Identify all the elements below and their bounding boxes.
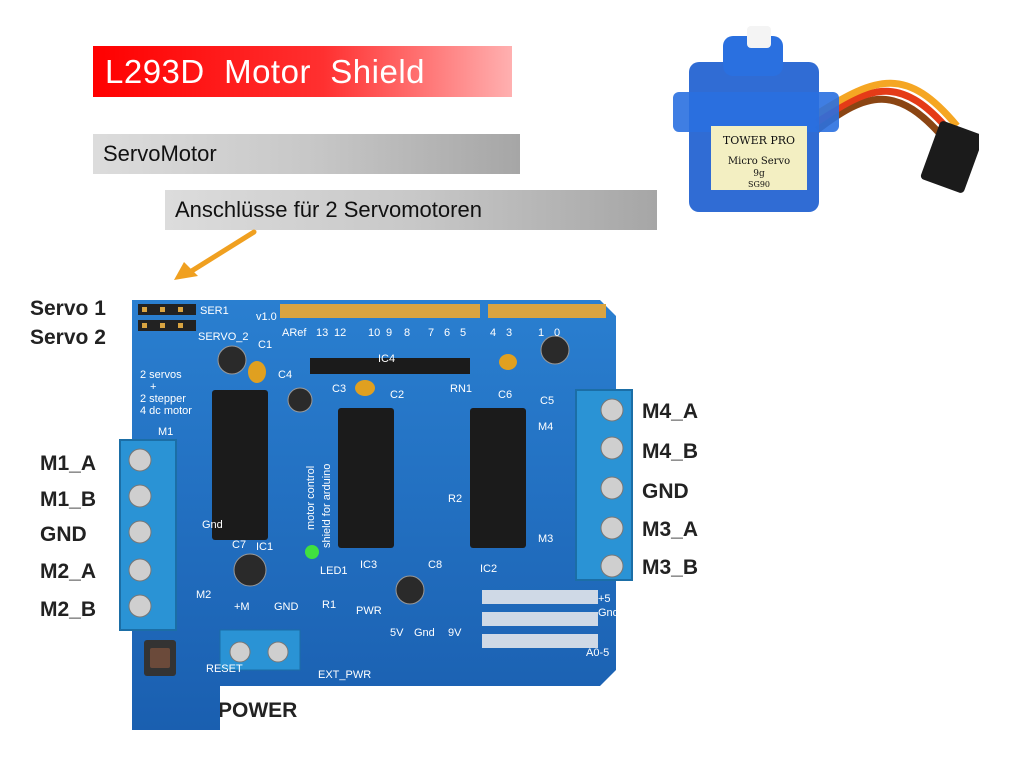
silk-c7: C7	[232, 539, 246, 551]
silk-pin-3: 3	[506, 327, 512, 339]
silk-r1: R1	[322, 599, 336, 611]
terminal-label-m4a: M4_A	[642, 400, 699, 423]
terminal-label-m3b: M3_B	[642, 556, 699, 579]
silk-pin-8: 8	[404, 327, 410, 339]
terminal-label-m1a: M1_A	[40, 452, 97, 475]
slide-title: L293D Motor Shield	[93, 46, 512, 97]
servo-photo: TOWER PRO Micro Servo 9g SG90	[667, 22, 979, 222]
silk-gnd4: Gnd	[598, 607, 619, 619]
silk-pwr: PWR	[356, 605, 382, 617]
silk-plus-m: +M	[234, 601, 250, 613]
silk-motor-control: motor control	[305, 466, 317, 530]
silk-m3: M3	[538, 533, 553, 545]
silk-ic4: IC4	[378, 353, 395, 365]
silk-pin-4: 4	[490, 327, 496, 339]
silk-pin-5: 5	[460, 327, 466, 339]
silk-c2: C2	[390, 389, 404, 401]
silk-aref: ARef	[282, 327, 307, 339]
svg-text:Micro Servo: Micro Servo	[728, 156, 790, 167]
silk-pin-9: 9	[386, 327, 392, 339]
capacitors	[217, 335, 570, 605]
silk-dc: 4 dc motor	[140, 405, 192, 417]
power-label: POWER	[218, 699, 298, 722]
terminal-label-m1b: M1_B	[40, 488, 97, 511]
ic-chips	[212, 358, 526, 548]
silk-pin-1: 1	[538, 327, 544, 339]
silk-gnd2: GND	[274, 601, 299, 613]
silk-pin-7: 7	[428, 327, 434, 339]
silk-plus: +	[150, 381, 156, 393]
top-header-pins	[280, 304, 606, 318]
silk-shield-for-arduino: shield for arduino	[321, 464, 333, 548]
silk-c5: C5	[540, 395, 554, 407]
silk-servo2: SERVO_2	[198, 331, 249, 343]
silk-plus5: +5	[598, 593, 611, 605]
power-terminal	[219, 629, 301, 671]
terminal-label-m2a: M2_A	[40, 560, 97, 583]
silk-version: v1.0	[256, 311, 277, 323]
silk-m4: M4	[538, 421, 553, 433]
silk-9v: 9V	[448, 627, 462, 639]
silk-m1: M1	[158, 426, 173, 438]
silk-r2: R2	[448, 493, 462, 505]
silk-pin-10: 10	[368, 327, 380, 339]
silk-ic3: IC3	[360, 559, 377, 571]
svg-text:TOWER PRO: TOWER PRO	[723, 134, 795, 147]
silk-5v: 5V	[390, 627, 404, 639]
left-terminal-block	[119, 439, 177, 631]
silk-c1: C1	[258, 339, 272, 351]
servo2-label: Servo 2	[30, 326, 106, 349]
silk-ic1: IC1	[256, 541, 273, 553]
silk-pin-12: 12	[334, 327, 346, 339]
silk-rn1: RN1	[450, 383, 472, 395]
silk-stepper: 2 stepper	[140, 393, 186, 405]
silk-c4: C4	[278, 369, 292, 381]
silk-pin-13: 13	[316, 327, 328, 339]
silk-c6: C6	[498, 389, 512, 401]
silk-reset: RESET	[206, 663, 243, 675]
silk-servos: 2 servos	[140, 369, 182, 381]
servo-connections-note: Anschlüsse für 2 Servomotoren	[165, 190, 657, 230]
motor-shield-board: SER1 SERVO_2 v1.0 ARef 2 servos + 2 step…	[119, 300, 633, 730]
led	[305, 545, 319, 559]
silk-ext-pwr: EXT_PWR	[318, 669, 371, 681]
servo1-label: Servo 1	[30, 297, 106, 320]
terminal-label-gnd-right: GND	[642, 480, 689, 503]
section-heading: ServoMotor	[93, 134, 520, 174]
arrow-icon	[174, 229, 257, 280]
terminal-label-gnd-left: GND	[40, 523, 87, 546]
svg-text:SG90: SG90	[748, 180, 770, 189]
silk-pin-0: 0	[554, 327, 560, 339]
terminal-label-m4b: M4_B	[642, 440, 699, 463]
silk-gnd3: Gnd	[414, 627, 435, 639]
right-terminal-block	[575, 389, 633, 581]
terminal-label-m2b: M2_B	[40, 598, 97, 621]
svg-text:9g: 9g	[753, 169, 765, 179]
silk-a05: A0-5	[586, 647, 609, 659]
silk-c3: C3	[332, 383, 346, 395]
silk-gnd: Gnd	[202, 519, 223, 531]
analog-header	[482, 590, 598, 648]
silk-pin-6: 6	[444, 327, 450, 339]
silk-m2: M2	[196, 589, 211, 601]
silk-ic2: IC2	[480, 563, 497, 575]
silk-c8: C8	[428, 559, 442, 571]
terminal-label-m3a: M3_A	[642, 518, 699, 541]
silk-led1: LED1	[320, 565, 348, 577]
silk-ser1: SER1	[200, 305, 229, 317]
servo-header	[138, 304, 196, 331]
